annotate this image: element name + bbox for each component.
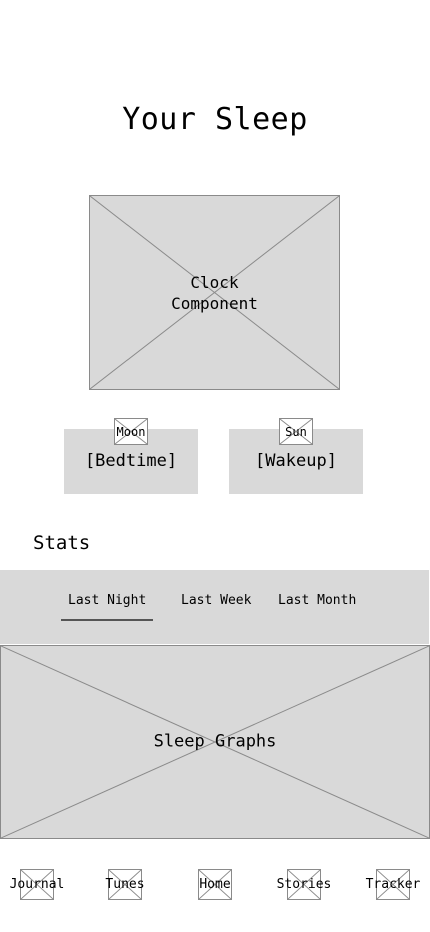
journal-icon — [20, 869, 54, 900]
tab-last-night[interactable]: Last Night — [60, 593, 154, 621]
moon-icon: Moon — [114, 418, 148, 445]
nav-label: Home — [199, 877, 231, 892]
stories-icon — [287, 869, 321, 900]
stats-heading: Stats — [33, 532, 91, 554]
wakeup-label: [Wakeup] — [255, 451, 337, 471]
nav-label: Journal — [9, 877, 65, 892]
tracker-icon — [376, 869, 410, 900]
bedtime-label: [Bedtime] — [84, 451, 178, 471]
nav-label: Tracker — [365, 877, 421, 892]
nav-journal[interactable]: Journal — [10, 869, 64, 900]
page-title: Your Sleep — [122, 102, 308, 137]
sun-icon-label: Sun — [285, 424, 307, 439]
stats-tabs: Last Night Last Week Last Month — [0, 570, 429, 644]
clock-component[interactable]: Clock Component — [89, 195, 340, 390]
sleep-graphs: Sleep Graphs — [0, 645, 430, 839]
nav-label: Stories — [276, 877, 332, 892]
moon-icon-label: Moon — [116, 424, 146, 439]
clock-component-label: Clock Component — [171, 272, 258, 313]
nav-stories[interactable]: Stories — [277, 869, 331, 900]
tab-last-week[interactable]: Last Week — [181, 593, 252, 608]
placeholder-cross — [1, 646, 429, 838]
placeholder-cross — [90, 196, 339, 389]
tunes-icon — [108, 869, 142, 900]
home-icon — [198, 869, 232, 900]
sun-icon: Sun — [279, 418, 313, 445]
tab-last-month[interactable]: Last Month — [278, 593, 357, 608]
nav-tracker[interactable]: Tracker — [366, 869, 420, 900]
nav-home[interactable]: Home — [198, 869, 232, 900]
nav-label: Tunes — [105, 877, 145, 892]
sleep-graphs-label: Sleep Graphs — [153, 731, 277, 752]
nav-tunes[interactable]: Tunes — [105, 869, 145, 900]
